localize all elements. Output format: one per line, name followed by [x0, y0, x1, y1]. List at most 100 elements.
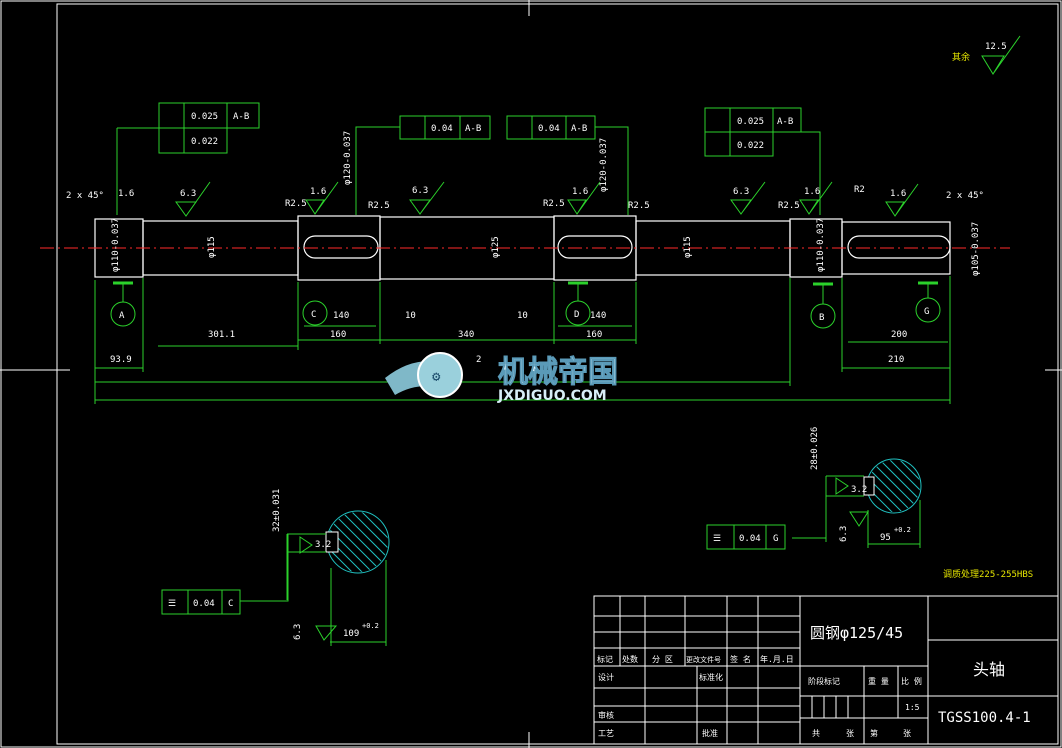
- drawing-frame: [56, 3, 1059, 745]
- sec2-rough: 6.3: [839, 526, 849, 542]
- tb-h-3: 更改文件号: [686, 655, 721, 664]
- dim-10-left: 10: [405, 311, 416, 321]
- rough-6: 6.3: [733, 187, 749, 197]
- fillet-6: R2: [854, 185, 865, 195]
- sec2-dim-95: 95: [880, 533, 891, 543]
- tb-h-5: 年.月.日: [760, 654, 794, 664]
- dim-160-left: 160: [330, 330, 346, 340]
- tb-total: 共: [812, 729, 820, 738]
- surface-annotations: 2 x 45° 2 x 45° 1.6 6.3 1.6 R2.5 R2.5 6.…: [66, 181, 984, 217]
- frame2-datum: A-B: [465, 124, 481, 134]
- tolerance-frame-1: 0.025 A-B 0.022: [116, 102, 260, 215]
- frame3-runout: 0.04: [538, 124, 560, 134]
- watermark: ⚙ 机械帝国 JXDIGUO.COM: [385, 352, 619, 404]
- dim-340: 340: [458, 330, 474, 340]
- tb-stage-mark: 阶段标记: [808, 676, 840, 686]
- frame4-runout: 0.025: [737, 117, 764, 127]
- tb-scale-value: 1:5: [905, 703, 920, 712]
- dia-110-right: φ110-0.037: [816, 218, 826, 272]
- sym-c-value: 0.04: [193, 599, 215, 609]
- frame1-coaxial: 0.022: [191, 137, 218, 147]
- frame4-coaxial: 0.022: [737, 141, 764, 151]
- title-block: 圆钢φ125/45 头轴 TGSS100.4-1 标记 处数 分 区 更改文件号…: [593, 595, 1059, 745]
- tb-design: 设计: [598, 672, 614, 682]
- tb-sheets: 张: [846, 729, 854, 738]
- title-material: 圆钢φ125/45: [810, 624, 903, 642]
- tolerance-frame-4: 0.025 A-B 0.022: [704, 107, 821, 215]
- dia-120-right: φ120-0.037: [599, 138, 609, 192]
- fillet-4: R2.5: [628, 201, 650, 211]
- sym-g-value: 0.04: [739, 534, 761, 544]
- tolerance-frame-2: 0.04 A-B: [355, 115, 491, 215]
- tb-sheet: 张: [903, 729, 911, 738]
- rough-4: 6.3: [412, 186, 428, 196]
- rough-3: 1.6: [310, 187, 326, 197]
- sym-g-symbol: ☰: [713, 534, 721, 544]
- rough-1: 1.6: [118, 189, 134, 199]
- sym-c-datum: C: [228, 599, 233, 609]
- fillet-3: R2.5: [543, 199, 565, 209]
- tb-h-0: 标记: [597, 654, 613, 664]
- rough-5: 1.6: [572, 187, 588, 197]
- watermark-gear: ⚙: [432, 369, 441, 385]
- tb-approve: 批准: [702, 728, 718, 738]
- roughness-default-value: 12.5: [985, 42, 1007, 52]
- dim-93-9: 93.9: [110, 355, 132, 365]
- title-drawing-no: TGSS100.4-1: [938, 710, 1031, 726]
- keyway-right: [847, 235, 951, 259]
- tb-h-4: 签 名: [730, 654, 751, 664]
- keyway-left: [303, 235, 379, 259]
- roughness-default-symbol: [981, 35, 1021, 75]
- rough-2: 6.3: [180, 189, 196, 199]
- chamfer-right: 2 x 45°: [946, 191, 984, 201]
- fillet-2: R2.5: [368, 201, 390, 211]
- frame3-datum: A-B: [571, 124, 587, 134]
- tb-h-2: 分 区: [652, 655, 673, 664]
- heat-treatment-note: 调质处理225-255HBS: [943, 568, 1033, 580]
- tb-scale: 比 例: [901, 676, 922, 686]
- tb-check: 审核: [598, 710, 614, 720]
- dia-115-right: φ115: [683, 236, 693, 258]
- frame1-runout: 0.025: [191, 112, 218, 122]
- sec2-dim-28: 28±0.026: [810, 427, 820, 470]
- dim-301: 301.1: [208, 330, 235, 340]
- frame2-runout: 0.04: [431, 124, 453, 134]
- sec1-dim-109: 109: [343, 629, 359, 639]
- frame1-datum: A-B: [233, 112, 249, 122]
- fillet-1: R2.5: [285, 199, 307, 209]
- tb-standard: 标准化: [699, 672, 723, 682]
- section-view-g: 28±0.026 3.2 ☰ 0.04 G 6.3 95 +0.2 调质处理22…: [706, 427, 1033, 580]
- datum-g: G: [924, 307, 929, 317]
- linear-dimensions: 301.1 140 160 10 340 10 140 160 200 210 …: [94, 276, 951, 404]
- fillet-5: R2.5: [778, 201, 800, 211]
- dim-160-right: 160: [586, 330, 602, 340]
- sym-g-datum: G: [773, 534, 778, 544]
- shaft-outline: [40, 215, 1010, 281]
- datum-b: B: [819, 313, 824, 323]
- rough-7: 1.6: [804, 187, 820, 197]
- dia-120-left: φ120-0.037: [343, 131, 353, 185]
- dim-140-right: 140: [590, 311, 606, 321]
- sec1-dim-3: 3.2: [315, 540, 331, 550]
- dia-105: φ105-0.037: [971, 222, 981, 276]
- dim-140-left: 140: [333, 311, 349, 321]
- chamfer-left: 2 x 45°: [66, 191, 104, 201]
- rough-8: 1.6: [890, 189, 906, 199]
- watermark-name: 机械帝国: [498, 355, 618, 390]
- datum-a: A: [119, 311, 125, 321]
- dim-210: 210: [888, 355, 904, 365]
- title-part-name: 头轴: [973, 660, 1005, 679]
- datum-d: D: [574, 310, 579, 320]
- sym-c-symbol: ☰: [168, 599, 176, 609]
- tb-sheet-no: 第: [870, 728, 878, 738]
- tolerance-frame-3: 0.04 A-B: [506, 115, 629, 215]
- tb-h-1: 处数: [622, 654, 638, 664]
- roughness-default-label: 其余: [952, 51, 970, 63]
- dim-200: 200: [891, 330, 907, 340]
- datum-c: C: [311, 310, 316, 320]
- sec2-dim-3: 3.2: [851, 485, 867, 495]
- sec2-dim-95-tol: +0.2: [894, 526, 911, 534]
- watermark-domain: JXDIGUO.COM: [497, 388, 607, 404]
- dim-10-right: 10: [517, 311, 528, 321]
- dim-2: 2: [476, 355, 481, 365]
